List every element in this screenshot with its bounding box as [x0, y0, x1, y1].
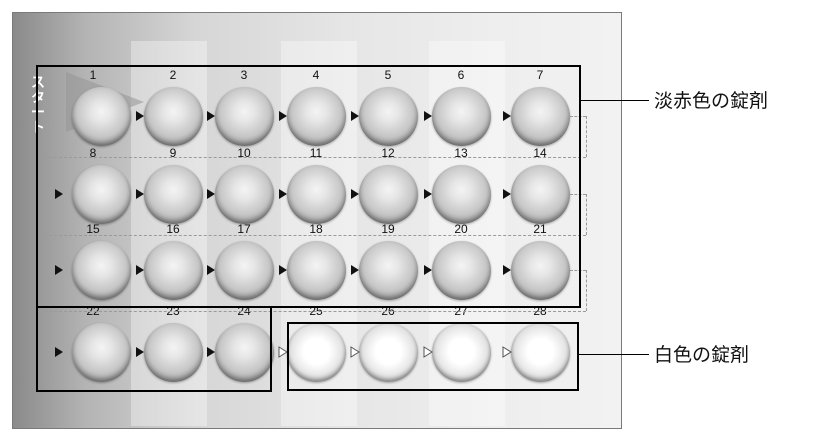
white-callout-label: 白色の錠剤 — [654, 340, 749, 367]
red-tablets-box — [36, 65, 581, 308]
row-connector — [586, 270, 587, 311]
red-callout-label: 淡赤色の錠剤 — [654, 86, 768, 113]
row-connector — [586, 194, 587, 235]
white-tablets-box — [287, 322, 579, 391]
white-callout-leader — [579, 354, 649, 355]
red-callout-leader — [581, 100, 649, 101]
red-tablets-box-lower — [36, 306, 272, 392]
row-connector — [586, 116, 587, 157]
